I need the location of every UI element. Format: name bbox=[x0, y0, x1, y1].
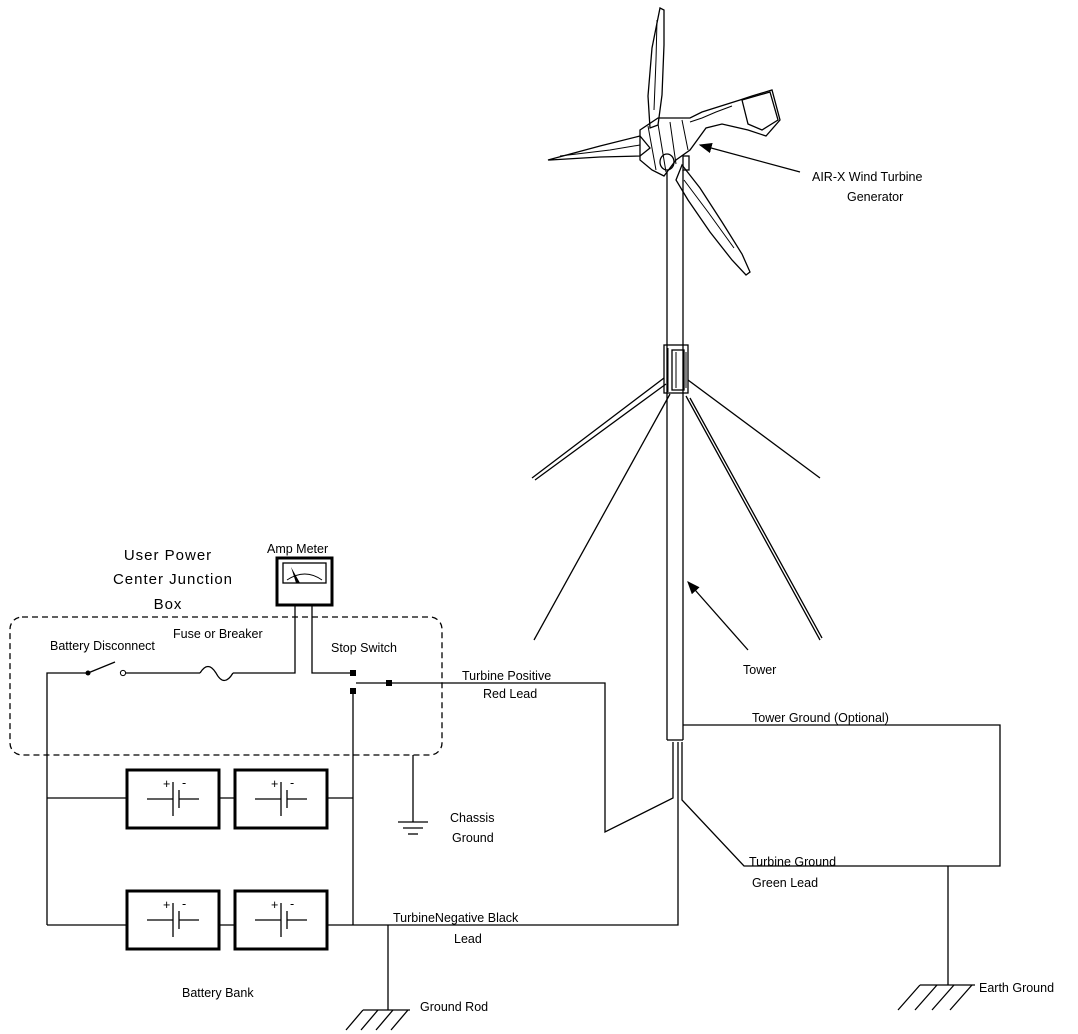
junction-box-circuit bbox=[9, 556, 443, 1031]
wind-turbine bbox=[547, 7, 781, 276]
chassis-ground-label-line1: Chassis bbox=[450, 811, 494, 825]
battery-bank: + - + - + - + - bbox=[125, 768, 329, 951]
turbine-negative-label-line2: Lead bbox=[454, 932, 482, 946]
amp-meter bbox=[275, 556, 334, 607]
battery-minus: - bbox=[182, 776, 186, 790]
turbine-label-line1: AIR-X Wind Turbine bbox=[812, 170, 923, 184]
turbine-label-line2: Generator bbox=[847, 190, 903, 204]
battery-bank-label: Battery Bank bbox=[182, 986, 254, 1000]
tower-label: Tower bbox=[743, 663, 776, 677]
turbine-ground-label-line1: Turbine Ground bbox=[749, 855, 836, 869]
battery-plus: + bbox=[163, 777, 170, 791]
ground-rod-label: Ground Rod bbox=[420, 1000, 488, 1014]
tower-ground-label: Tower Ground (Optional) bbox=[752, 711, 889, 725]
junction-box-label-line1: User Power bbox=[124, 547, 212, 564]
battery-plus: + bbox=[271, 777, 278, 791]
junction-box-label-line2: Center Junction bbox=[113, 571, 233, 588]
labels: AIR-X Wind Turbine Generator Tower Tower… bbox=[50, 170, 1054, 1014]
battery-minus: - bbox=[290, 776, 294, 790]
battery-disconnect-label: Battery Disconnect bbox=[50, 639, 155, 653]
chassis-ground-label-line2: Ground bbox=[452, 831, 494, 845]
earth-ground-label: Earth Ground bbox=[979, 981, 1054, 995]
battery-cell: + - bbox=[125, 889, 221, 951]
tower bbox=[531, 170, 823, 741]
junction-box-label-line3: Box bbox=[154, 596, 183, 613]
battery-cell: + - bbox=[233, 768, 329, 830]
turbine-negative-label-line1: TurbineNegative Black bbox=[393, 911, 519, 925]
turbine-pointer-arrow bbox=[698, 143, 801, 173]
tower-wiring bbox=[388, 682, 1001, 1011]
battery-minus: - bbox=[182, 897, 186, 911]
battery-minus: - bbox=[290, 897, 294, 911]
battery-plus: + bbox=[163, 898, 170, 912]
turbine-positive-label-line1: Turbine Positive bbox=[462, 669, 551, 683]
battery-plus: + bbox=[271, 898, 278, 912]
battery-cell: + - bbox=[125, 768, 221, 830]
battery-cell: + - bbox=[233, 889, 329, 951]
amp-meter-label: Amp Meter bbox=[267, 542, 328, 556]
stop-switch-label: Stop Switch bbox=[331, 641, 397, 655]
turbine-ground-label-line2: Green Lead bbox=[752, 876, 818, 890]
turbine-positive-label-line2: Red Lead bbox=[483, 687, 537, 701]
tower-pointer-arrow bbox=[687, 581, 749, 651]
fuse-label: Fuse or Breaker bbox=[173, 627, 263, 641]
